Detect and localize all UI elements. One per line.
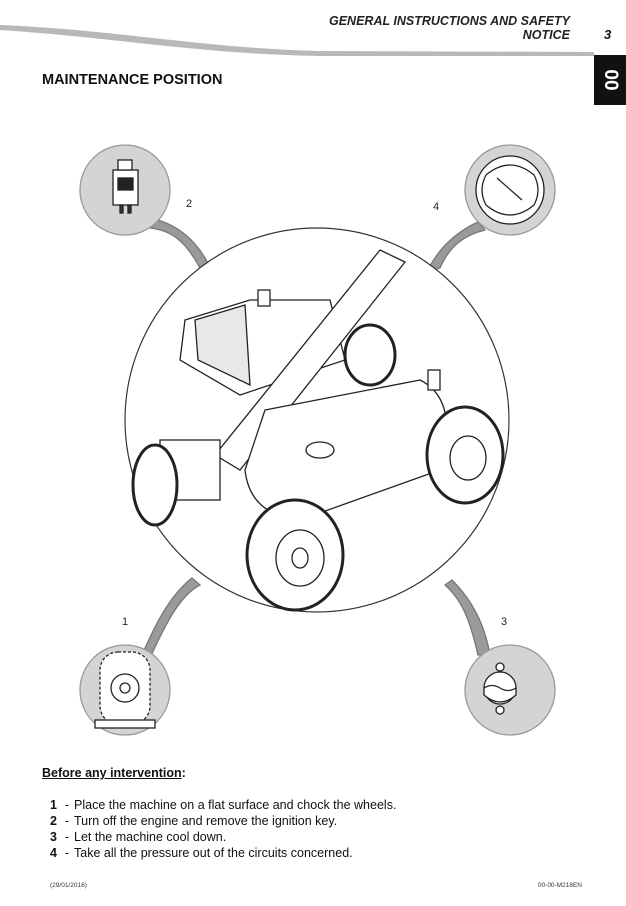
header-line-2: NOTICE [522, 28, 570, 42]
item-number: 3 [50, 830, 57, 844]
item-number: 1 [50, 798, 57, 812]
item-text: Turn off the engine and remove the ignit… [74, 814, 338, 828]
page-title: MAINTENANCE POSITION [42, 72, 223, 88]
instructions-list: 1-Place the machine on a flat surface an… [50, 797, 396, 861]
item-text: Place the machine on a flat surface and … [74, 798, 397, 812]
callout-tail-4 [425, 221, 487, 274]
callout-tail-1 [141, 577, 202, 659]
instructions-heading-colon: : [181, 766, 186, 780]
callout-label-2: 2 [186, 198, 193, 210]
footer-date: (29/01/2016) [50, 882, 87, 889]
callout-label-1: 1 [122, 616, 129, 628]
list-item: 2-Turn off the engine and remove the ign… [50, 814, 338, 828]
item-number: 4 [50, 846, 57, 860]
item-text: Take all the pressure out of the circuit… [74, 846, 353, 860]
callout-label-4: 4 [433, 201, 440, 213]
callout-label-3: 3 [501, 616, 508, 628]
list-item: 4-Take all the pressure out of the circu… [50, 846, 353, 860]
instructions-heading-text: Before any intervention [42, 766, 182, 780]
temperature-detail [464, 644, 556, 736]
section-tab: 00 [594, 55, 626, 105]
item-text: Let the machine cool down. [74, 830, 227, 844]
section-header: GENERAL INSTRUCTIONS AND SAFETY NOTICE [329, 14, 570, 42]
list-item: 3-Let the machine cool down. [50, 830, 227, 844]
list-item: 1-Place the machine on a flat surface an… [50, 798, 397, 812]
wheel-chock-detail [79, 644, 171, 736]
header-line-1: GENERAL INSTRUCTIONS AND SAFETY [329, 14, 570, 28]
callout-tail-2 [148, 219, 214, 274]
callout-tail-3 [443, 579, 491, 656]
instructions-heading: Before any intervention: [42, 766, 186, 780]
ignition-switch-detail [79, 144, 171, 236]
telehandler-drawing [131, 249, 505, 612]
footer-reference: 00-00-M218EN [537, 882, 582, 889]
tank-cap-detail [464, 144, 556, 236]
item-number: 2 [50, 814, 57, 828]
page-number: 3 [604, 27, 612, 42]
